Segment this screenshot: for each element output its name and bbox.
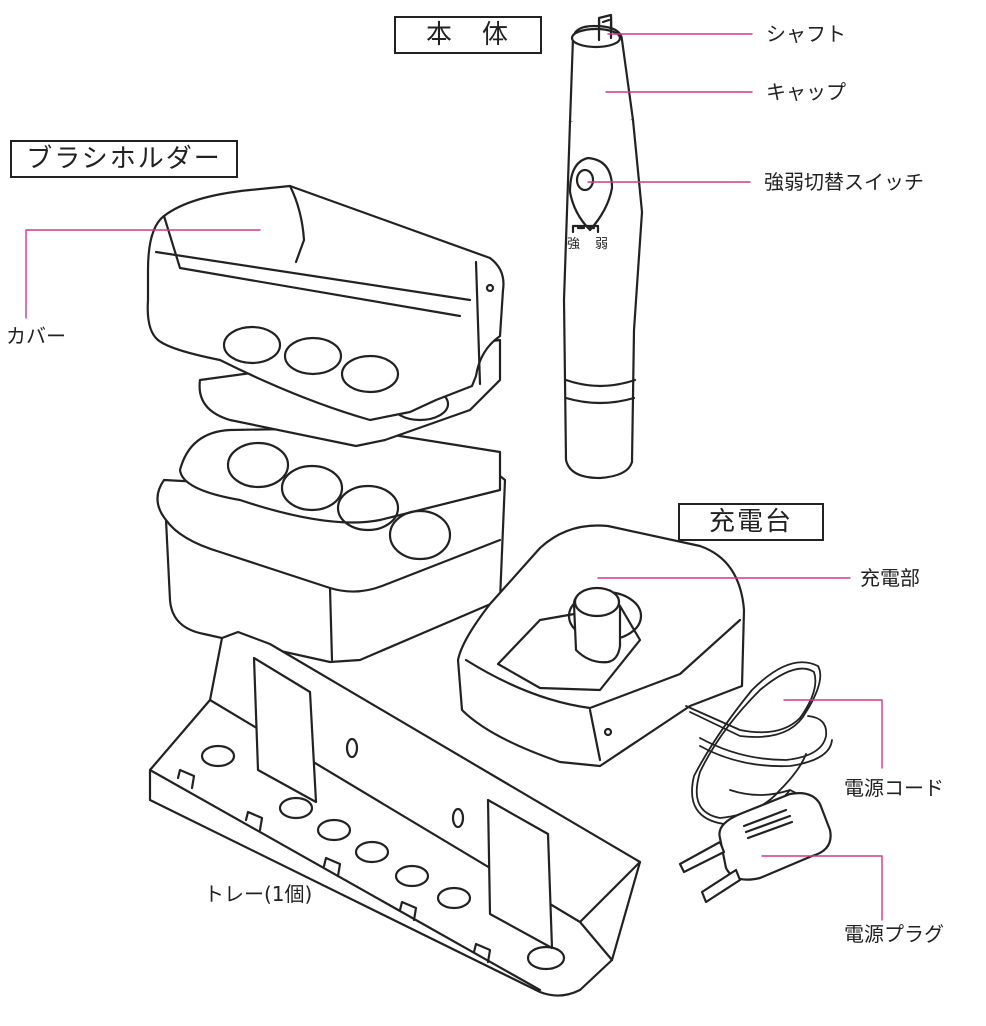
label-cover: カバー [6,324,66,348]
title-brush-holder: ブラシホルダー [10,140,238,178]
brush-holder [146,184,507,664]
label-power-plug: 電源プラグ [844,922,944,946]
leader-cover [25,229,261,319]
label-shaft: シャフト [766,22,846,46]
label-switch: 強弱切替スイッチ [764,170,924,194]
label-cap: キャップ [766,80,846,104]
intensity-switch [568,156,614,234]
switch-mark-strong: 強 [567,237,581,252]
leader-lines [25,33,883,921]
cover [146,184,505,422]
power-plug [678,792,832,904]
switch-mark-weak: 弱 [595,237,609,252]
tray [148,630,642,997]
label-charging-part: 充電部 [860,566,920,590]
title-charger: 充電台 [678,503,824,541]
leader-power-cord [783,699,883,769]
charger [456,524,746,768]
label-power-cord: 電源コード [844,776,944,800]
toothbrush-body [562,13,644,480]
leader-power-plug [761,855,883,921]
title-main-unit: 本 体 [394,16,542,54]
label-tray: トレー(1個) [204,882,313,906]
